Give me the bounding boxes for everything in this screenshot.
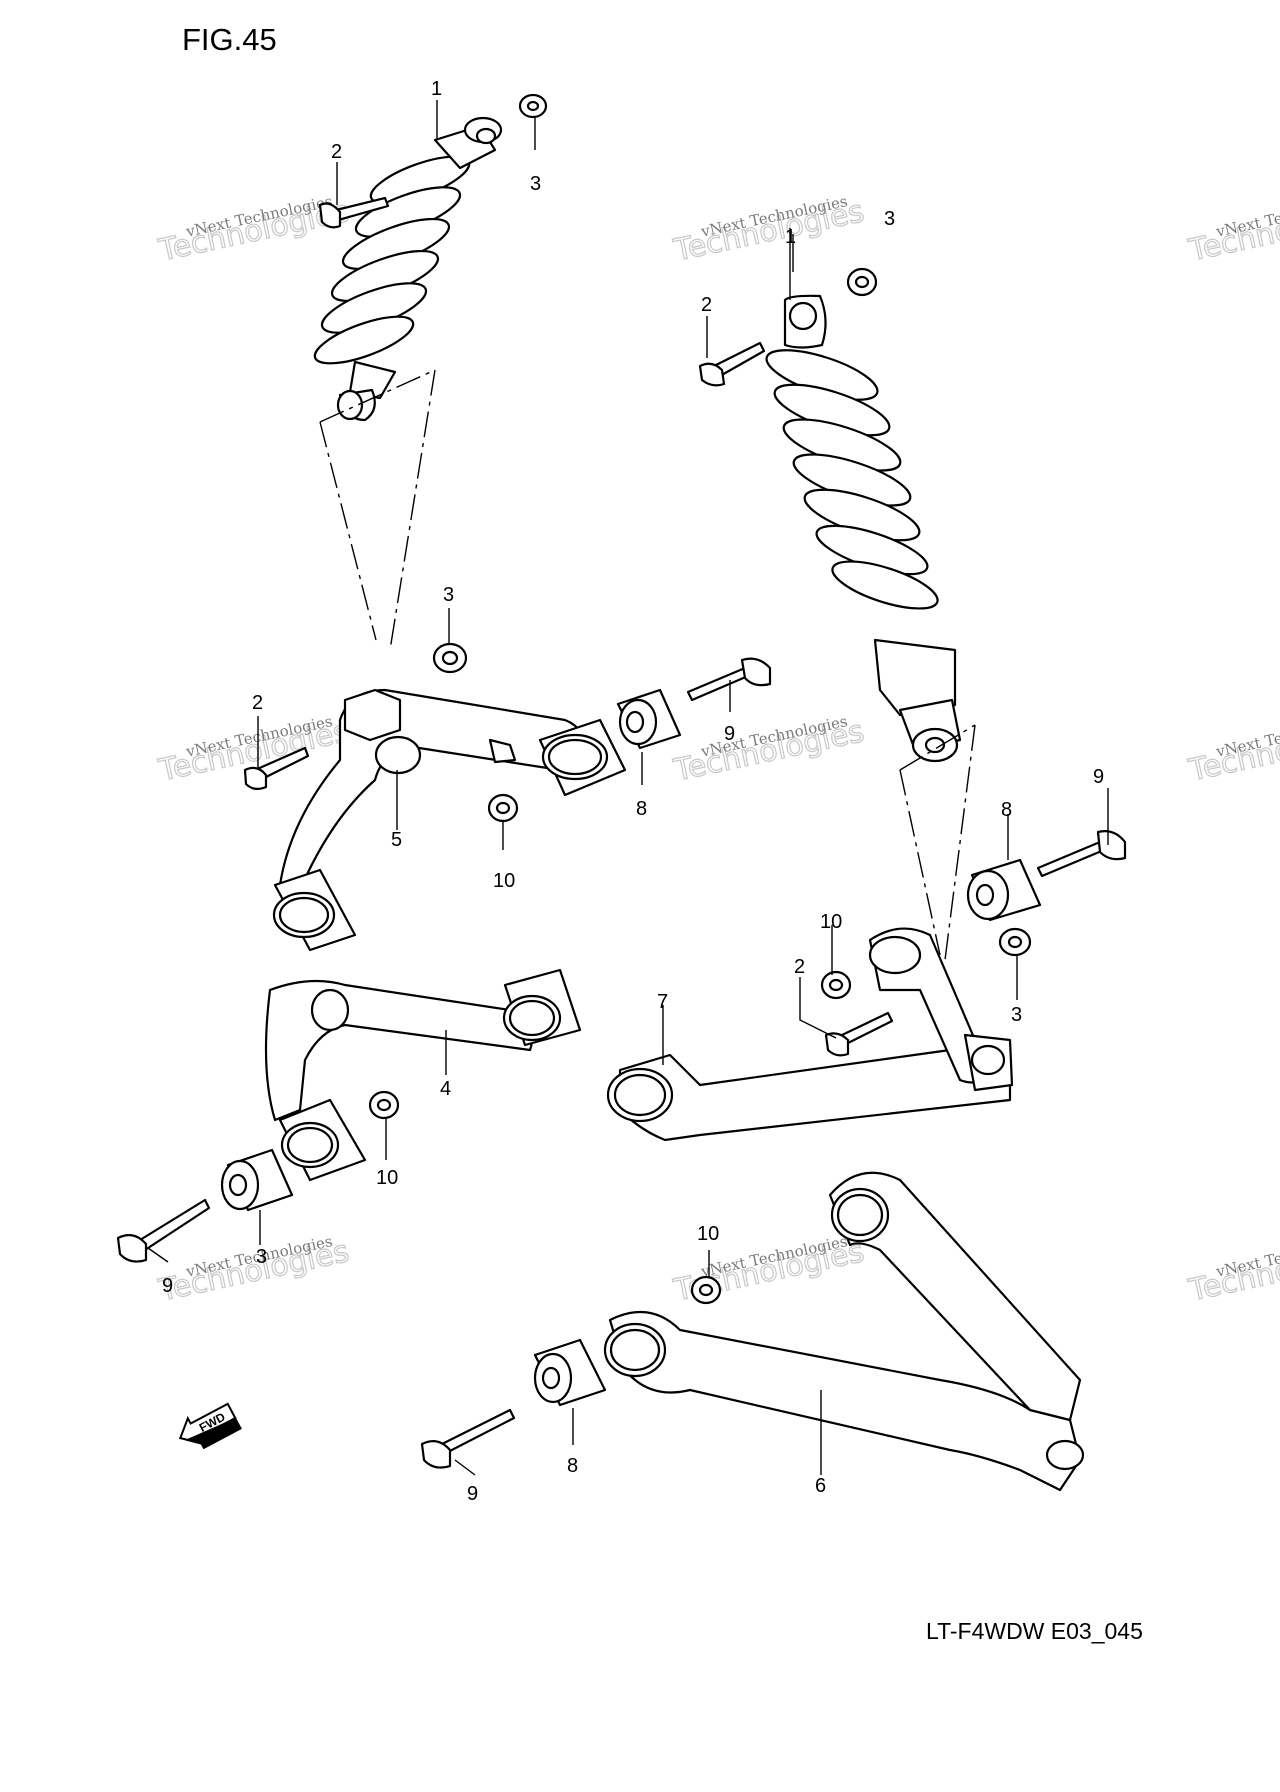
guide-line — [389, 369, 436, 651]
bolt-9-left — [116, 1198, 211, 1263]
callout-3: 3 — [530, 173, 541, 195]
lower-arm-7 — [606, 927, 1014, 1142]
upper-arm-5 — [272, 688, 627, 952]
shock-absorber-right — [765, 294, 962, 763]
nut-3-mid-left — [432, 642, 468, 674]
bushing-8-mid-left — [616, 688, 682, 750]
callout-10: 10 — [820, 911, 842, 933]
callout-2: 2 — [794, 956, 805, 978]
guide-line — [899, 724, 976, 771]
callout-2: 2 — [701, 294, 712, 316]
callout-4: 4 — [440, 1078, 451, 1100]
nut-10-bottom — [690, 1275, 722, 1305]
guide-line — [899, 769, 941, 956]
callout-1: 1 — [785, 226, 796, 248]
bushing-8-bottom — [533, 1338, 607, 1407]
callout-8: 8 — [567, 1455, 578, 1477]
callout-8: 8 — [1001, 799, 1012, 821]
guide-line — [319, 421, 377, 641]
callout-1: 1 — [431, 78, 442, 100]
nut-10-mid-left — [487, 793, 519, 823]
callout-10: 10 — [376, 1167, 398, 1189]
callouts: 1 2 3 3 1 2 3 2 5 10 8 9 9 8 10 2 3 7 4 … — [162, 78, 1104, 1505]
bolt-9-mid-left — [686, 657, 772, 702]
callout-7: 7 — [657, 991, 668, 1013]
figure-title: FIG.45 — [182, 22, 277, 57]
lower-arm-6 — [603, 1171, 1085, 1492]
leader-lines — [147, 100, 1109, 1476]
diagram-code: LT-F4WDW E03_045 — [926, 1618, 1143, 1644]
bolt-9-bottom — [420, 1408, 516, 1469]
callout-2: 2 — [252, 692, 263, 714]
callout-10: 10 — [493, 870, 515, 892]
callout-9: 9 — [162, 1275, 173, 1297]
callout-3: 3 — [884, 208, 895, 230]
shock-absorber-left — [313, 116, 503, 422]
callout-3: 3 — [1011, 1004, 1022, 1026]
callout-3: 3 — [443, 584, 454, 606]
callout-2: 2 — [331, 141, 342, 163]
nut-3-right — [998, 927, 1032, 957]
bolt-2-top-left — [318, 196, 390, 229]
callout-10: 10 — [697, 1223, 719, 1245]
guide-line — [944, 724, 976, 961]
callout-8: 3 — [256, 1246, 267, 1268]
callout-6: 6 — [815, 1475, 826, 1497]
fwd-arrow-icon: FWD — [178, 1402, 242, 1450]
bushing-8-left — [220, 1148, 294, 1212]
bolt-2-right — [824, 1011, 894, 1057]
washer-3-top-left — [518, 93, 548, 119]
callout-9: 9 — [1093, 766, 1104, 788]
nut-10-right — [820, 970, 852, 1000]
bushing-8-right — [966, 858, 1042, 922]
callout-9: 9 — [724, 723, 735, 745]
callout-9: 9 — [467, 1483, 478, 1505]
bolt-9-right — [1036, 830, 1127, 878]
callout-8: 8 — [636, 798, 647, 820]
upper-arm-4 — [264, 968, 582, 1182]
bolt-2-top-right — [698, 341, 766, 387]
nut-10-left — [368, 1090, 400, 1120]
callout-5: 5 — [391, 829, 402, 851]
bolt-2-mid-left — [243, 746, 310, 791]
guide-line — [319, 369, 436, 423]
nut-3-top-right — [846, 267, 878, 297]
